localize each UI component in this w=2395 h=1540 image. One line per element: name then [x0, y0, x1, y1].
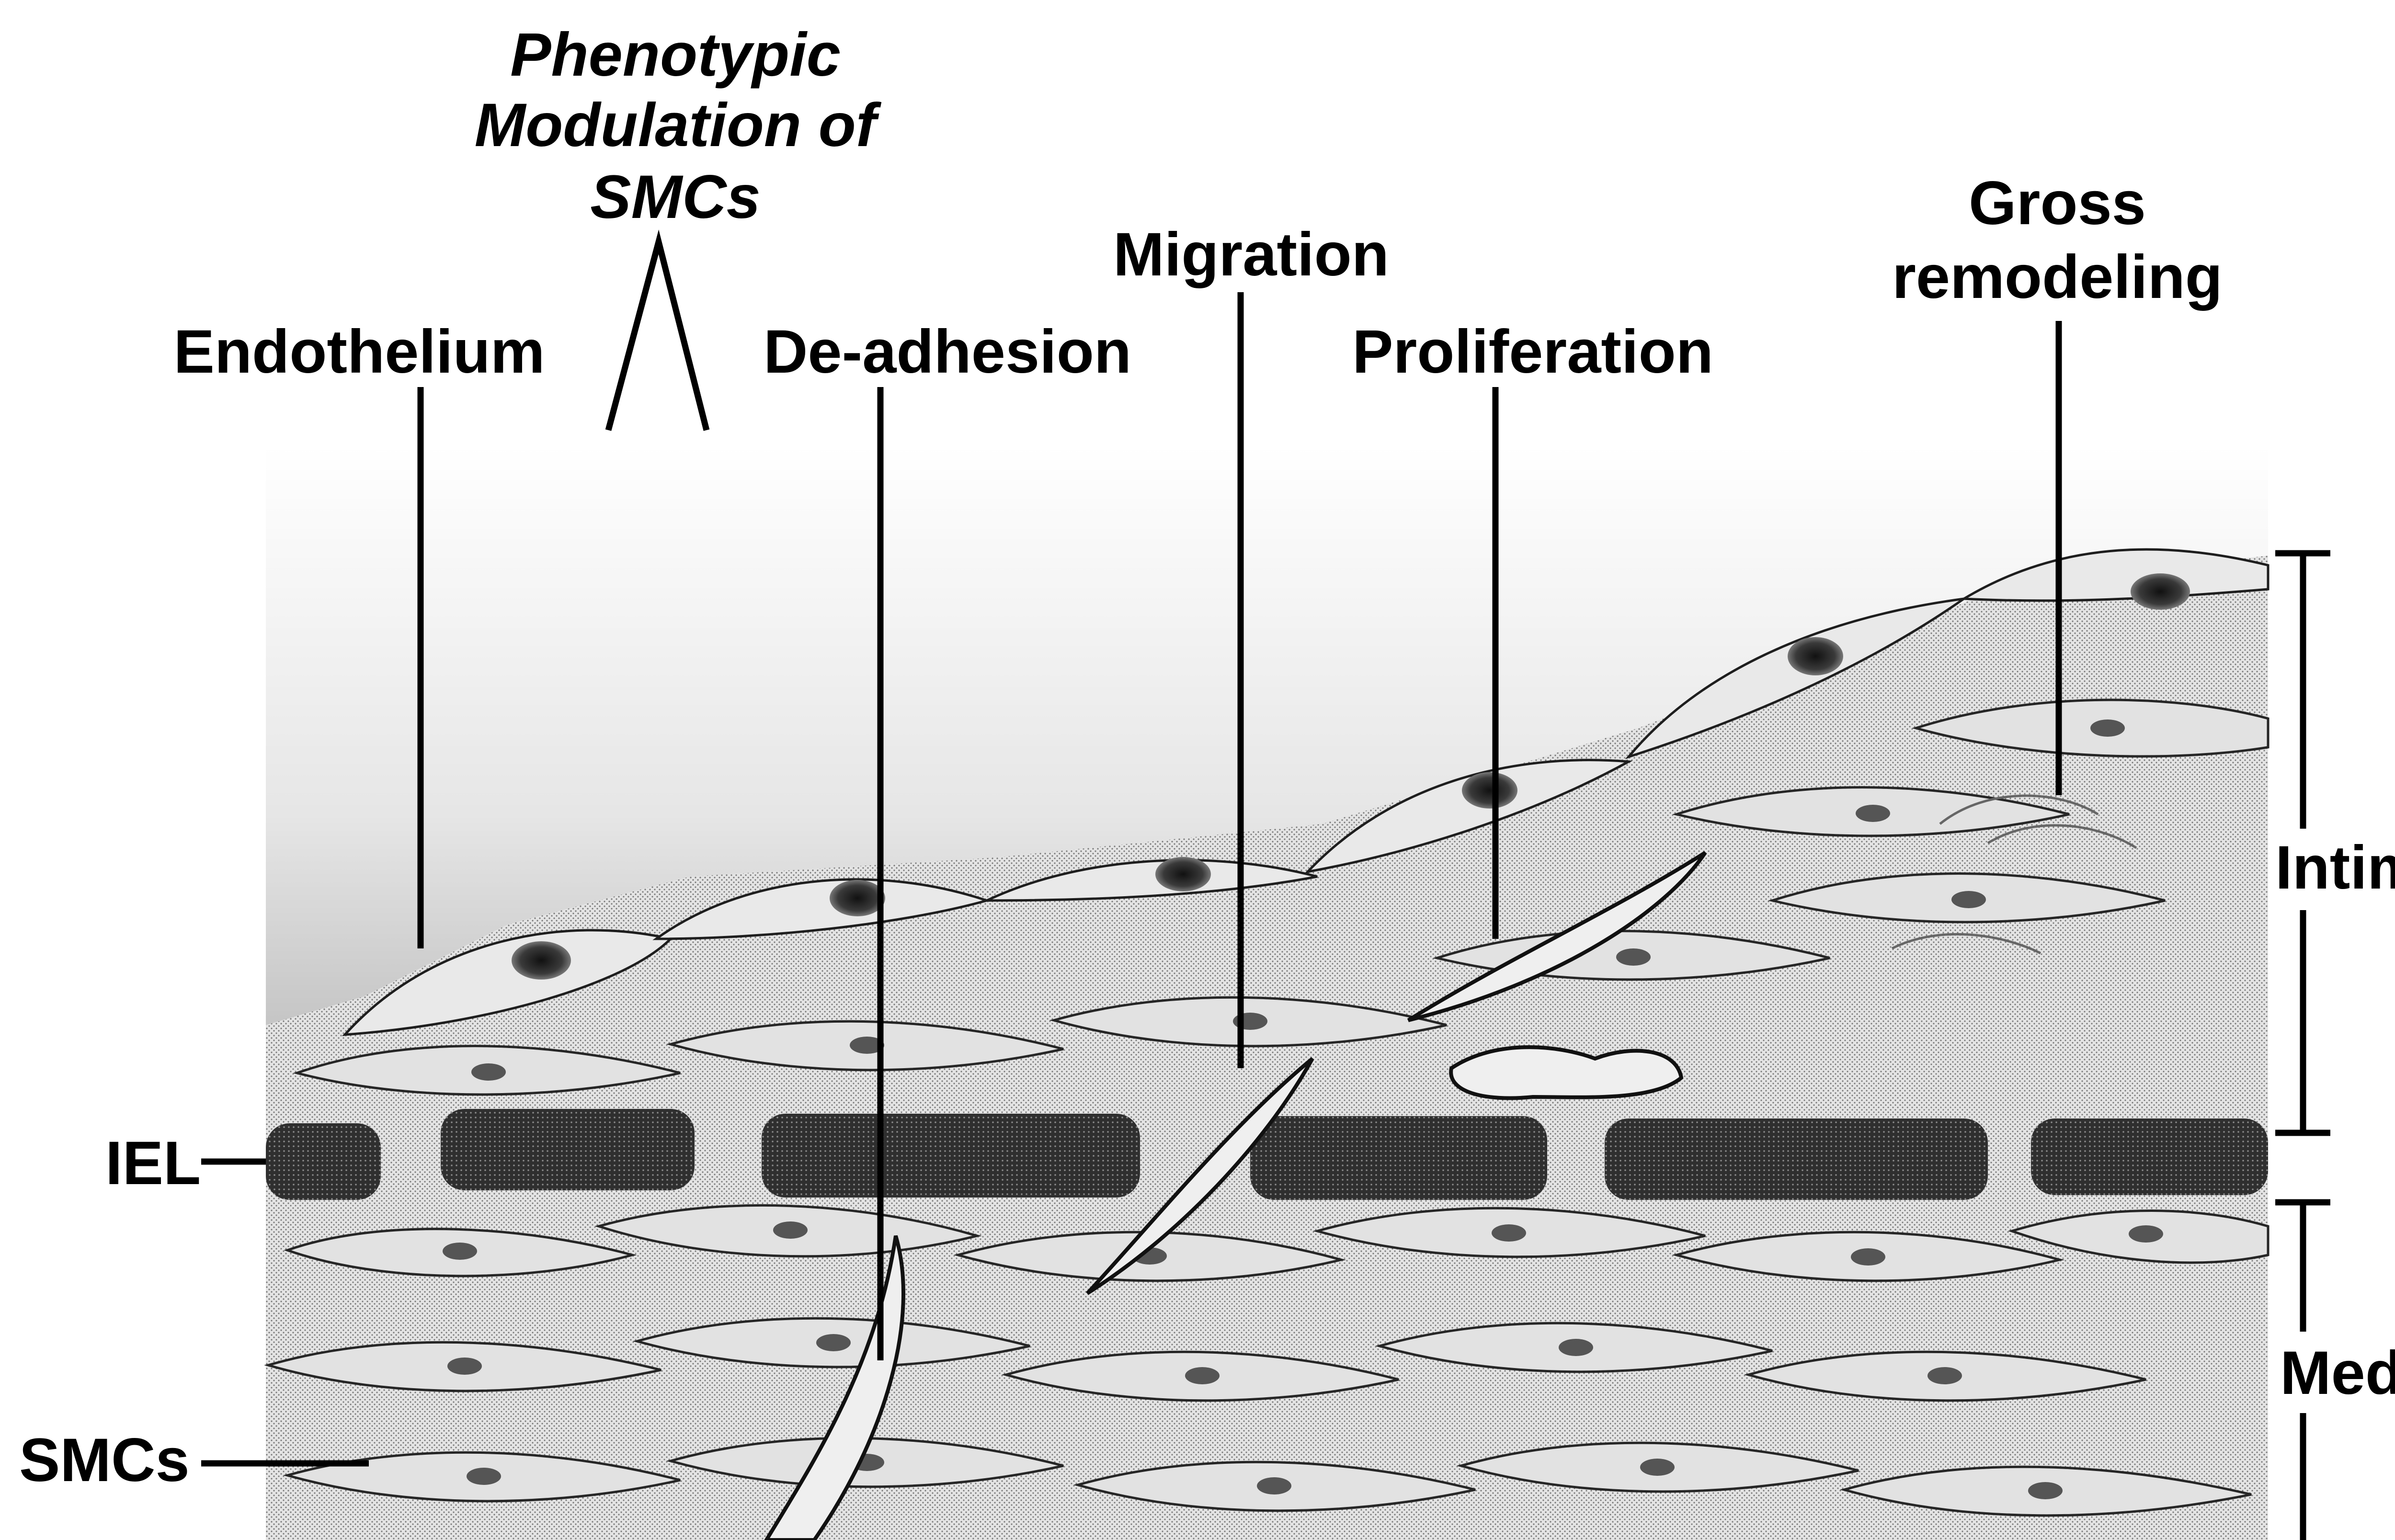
- proliferating-cluster: [1451, 1047, 1681, 1098]
- title-line-2: Modulation of: [475, 91, 882, 160]
- title-line-3: SMCs: [590, 163, 761, 231]
- proliferation-label: Proliferation: [1352, 318, 1713, 386]
- media-smc-layer: [268, 1205, 2268, 1515]
- media-label: Media: [2280, 1339, 2395, 1407]
- de-adhesion-label: De-adhesion: [764, 318, 1131, 386]
- migration-label: Migration: [1113, 220, 1389, 289]
- gross-label-line-1: Gross: [1969, 169, 2146, 238]
- smcs-label: SMCs: [19, 1426, 190, 1494]
- gross-label-line-2: remodeling: [1892, 243, 2223, 311]
- iel-label: IEL: [105, 1129, 201, 1198]
- title-chevron: [608, 242, 707, 430]
- endothelium-label: Endothelium: [173, 318, 545, 386]
- title: Phenotypic Modulation of SMCs: [475, 21, 882, 231]
- intima-label: Intima: [2275, 833, 2395, 902]
- title-line-1: Phenotypic: [510, 21, 841, 89]
